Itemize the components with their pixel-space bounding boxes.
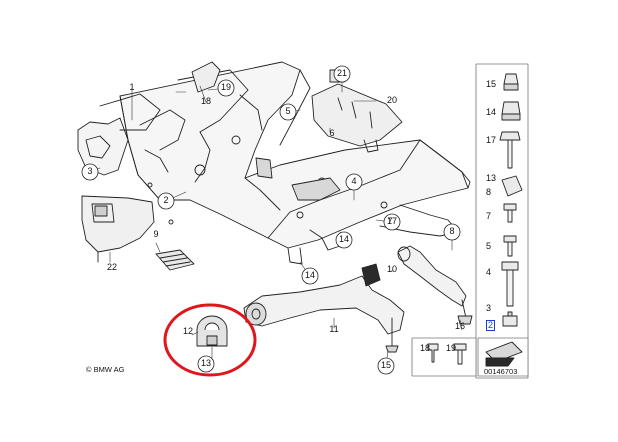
bottom-part-19: 19 bbox=[446, 343, 457, 353]
callout-c11: 11 bbox=[329, 324, 339, 334]
callout-c17: 17 bbox=[386, 216, 397, 226]
callout-circle-c19 bbox=[217, 79, 235, 97]
control-arm bbox=[243, 275, 405, 353]
hardware-strip bbox=[475, 63, 529, 379]
callout-c18: 18 bbox=[200, 96, 211, 106]
callout-circle-c14a bbox=[335, 231, 353, 249]
highlight-ring bbox=[163, 303, 257, 377]
thrust-arm bbox=[397, 245, 473, 325]
callout-c3: 3 bbox=[87, 166, 93, 176]
callout-circle-c21 bbox=[333, 65, 351, 83]
callout-c1: 1 bbox=[129, 82, 135, 92]
callout-circle-c17 bbox=[383, 213, 401, 231]
bushing-10 bbox=[361, 263, 381, 287]
callout-c15: 15 bbox=[380, 360, 391, 370]
strip-item-13-3: 13 bbox=[486, 173, 497, 183]
callout-c6: 6 bbox=[329, 128, 335, 138]
pad-part bbox=[155, 249, 195, 271]
callout-circle-c8 bbox=[443, 223, 461, 241]
copyright-label: © BMW AG bbox=[86, 365, 125, 374]
callout-circle-c14b bbox=[301, 267, 319, 285]
diagram-id-label: 00146703 bbox=[484, 367, 518, 376]
callout-circle-c5 bbox=[279, 103, 297, 121]
bottom-part-18: 18 bbox=[420, 343, 431, 353]
strip-item-5-6: 5 bbox=[486, 241, 492, 251]
callout-c4: 4 bbox=[351, 176, 357, 186]
strip-item-3-8: 3 bbox=[486, 303, 492, 313]
callout-c2: 2 bbox=[163, 195, 169, 205]
part-18-bracket bbox=[191, 61, 221, 93]
strip-item-17-2: 17 bbox=[486, 135, 497, 145]
strip-item-8-4: 8 bbox=[486, 187, 492, 197]
callout-circle-c15 bbox=[377, 357, 395, 375]
strip-item-2-9: 2 bbox=[486, 320, 496, 331]
callout-circle-c2 bbox=[157, 192, 175, 210]
callout-c20: 20 bbox=[386, 95, 397, 105]
callout-c8: 8 bbox=[449, 226, 455, 236]
callout-circle-c4 bbox=[345, 173, 363, 191]
callout-c19: 19 bbox=[220, 82, 231, 92]
callout-c14a: 14 bbox=[338, 234, 349, 244]
callout-c22: 22 bbox=[106, 262, 117, 272]
left-structure bbox=[77, 93, 186, 176]
callout-c16: 16 bbox=[454, 321, 465, 331]
callout-c21: 21 bbox=[336, 68, 347, 78]
callout-c14b: 14 bbox=[304, 270, 315, 280]
top-plate bbox=[311, 69, 403, 153]
bushing-12-13 bbox=[196, 315, 228, 347]
bottom-parts bbox=[411, 337, 529, 377]
callout-c7: 7 bbox=[387, 216, 393, 226]
callout-c10: 10 bbox=[386, 264, 397, 274]
callout-circle-c13 bbox=[197, 355, 215, 373]
callout-c5: 5 bbox=[285, 106, 291, 116]
strip-item-14-1: 14 bbox=[486, 107, 497, 117]
callout-circle-c3 bbox=[81, 163, 99, 181]
callout-c12: 12 bbox=[182, 326, 193, 336]
callout-circles bbox=[81, 65, 461, 375]
callout-c9: 9 bbox=[153, 229, 159, 239]
callout-c13: 13 bbox=[200, 358, 211, 368]
subframe bbox=[119, 61, 471, 265]
strip-item-4-7: 4 bbox=[486, 267, 492, 277]
strip-item-7-5: 7 bbox=[486, 211, 492, 221]
strip-item-15-0: 15 bbox=[486, 79, 497, 89]
bracket-part bbox=[81, 195, 155, 263]
